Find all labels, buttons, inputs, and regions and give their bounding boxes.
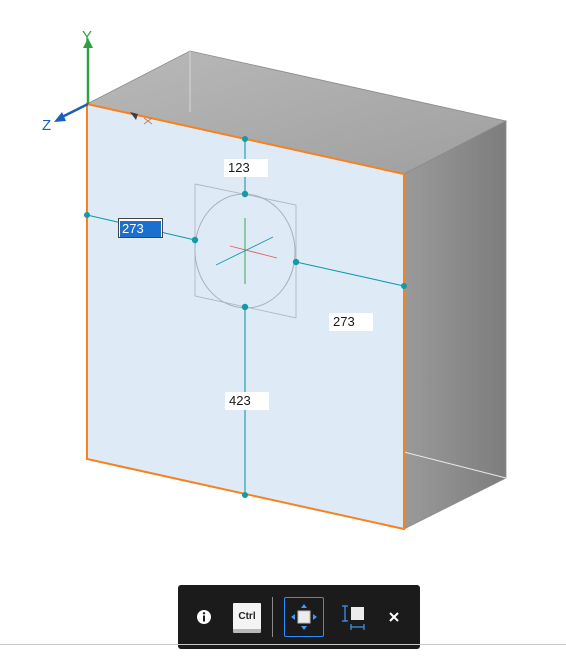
dim-left-editor[interactable] [118, 218, 163, 238]
y-axis-label: Y [82, 28, 93, 45]
close-icon [389, 612, 399, 622]
dim-left-input[interactable] [120, 220, 161, 237]
dim-bottom-value[interactable]: 423 [225, 392, 269, 410]
grip-left-edge [84, 212, 90, 218]
box-right-face[interactable] [403, 120, 507, 530]
resize-mode-button[interactable] [334, 597, 374, 637]
grip-top-edge [242, 136, 248, 142]
toolbar-divider [272, 597, 273, 637]
move-face-icon [291, 604, 317, 630]
circle-feature[interactable] [191, 183, 299, 319]
resize-face-icon [342, 605, 365, 630]
dimension-grips[interactable] [84, 136, 407, 498]
origin-marker-icon [130, 112, 153, 125]
manipulator-toolbar: Ctrl [178, 585, 420, 649]
dim-right-value[interactable]: 273 [329, 313, 373, 331]
ucs-axis-icon [54, 38, 93, 122]
z-axis-label: Z [42, 117, 52, 134]
center-axis-red-1 [229, 245, 278, 259]
ctrl-toggle-button[interactable]: Ctrl [232, 601, 262, 635]
back-bottom-edge [403, 451, 507, 479]
dim-top-value[interactable]: 123 [224, 159, 268, 177]
viewport-bottom-edge [0, 644, 566, 645]
grip-circle-left [191, 236, 199, 244]
grip-circle-top [241, 190, 249, 198]
center-axis-teal [215, 236, 274, 266]
grip-circle-right [292, 258, 300, 266]
dim-line-right [295, 261, 405, 287]
move-mode-button[interactable] [284, 597, 324, 637]
grip-right-edge [401, 283, 407, 289]
grip-bottom-edge [242, 492, 248, 498]
circle-feature-outline [194, 193, 296, 309]
grip-circle-bottom [241, 303, 249, 311]
info-icon [197, 610, 211, 624]
close-button[interactable] [384, 607, 404, 627]
info-button[interactable] [194, 607, 214, 627]
ctrl-key-label: Ctrl [233, 603, 261, 633]
